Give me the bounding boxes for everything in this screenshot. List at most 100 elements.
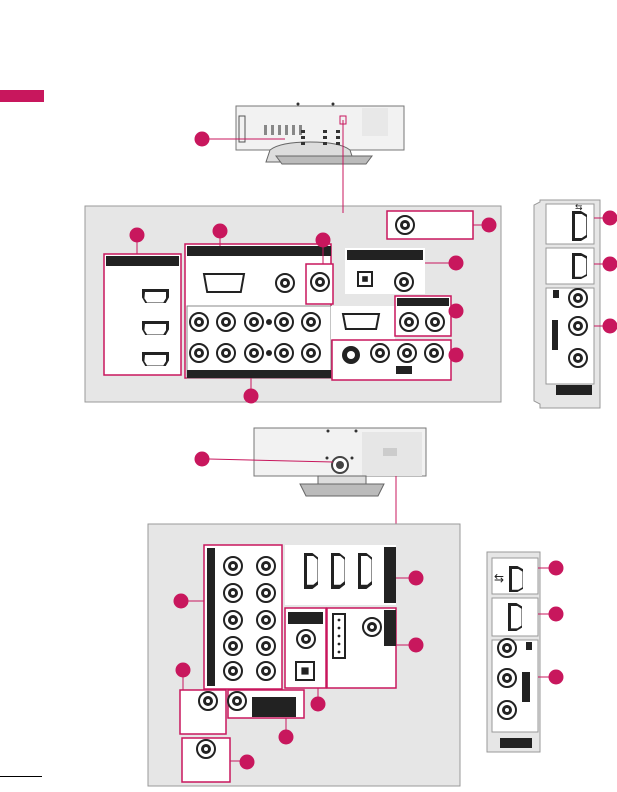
hdmi-port-icon-inner — [307, 556, 318, 585]
usb-port-icon-inner — [575, 214, 586, 238]
tv-port-dot — [301, 130, 305, 133]
tv-stand-base — [276, 156, 372, 164]
component-jack-icon-pin — [252, 351, 256, 355]
audio-jack-icon-pin — [576, 356, 580, 360]
component-jack-icon-pin — [231, 669, 235, 673]
tv-vent — [271, 125, 274, 135]
audio-jack-icon-pin — [304, 637, 308, 641]
tv-port-dot — [336, 130, 340, 133]
component-label-bar — [207, 548, 215, 686]
callout-marker — [244, 389, 259, 404]
side-footer-bar — [500, 738, 532, 748]
tv-port-dot — [323, 130, 327, 133]
callout-marker — [316, 233, 331, 248]
tv-stand-base — [300, 484, 384, 496]
callout-marker — [482, 218, 497, 233]
tv-back-label — [383, 448, 397, 456]
callout-marker — [176, 663, 191, 678]
usb-icon: ⇆ — [575, 203, 583, 213]
callout-marker — [279, 730, 294, 745]
optical-port-icon-core — [362, 276, 368, 282]
tv-vent — [285, 125, 288, 135]
indicator-dot — [266, 319, 272, 325]
component-jack-icon-pin — [309, 351, 313, 355]
tv-screw — [351, 457, 354, 460]
rgb-pin — [338, 635, 341, 638]
callout-marker — [311, 697, 326, 712]
tv-screw — [297, 103, 300, 106]
hdmi-port-icon-inner — [334, 556, 345, 585]
rgb-pc-port-icon — [204, 274, 244, 292]
component-jack-icon-pin — [264, 591, 268, 595]
rgb-group-header — [384, 610, 396, 646]
component-jack-icon-pin — [264, 669, 268, 673]
side-footer-bar — [556, 385, 592, 395]
rgb-pin — [338, 627, 341, 630]
tv-screw — [332, 103, 335, 106]
callout-marker — [409, 571, 424, 586]
callout-marker — [549, 607, 564, 622]
callout-marker — [549, 670, 564, 685]
component-jack-icon-pin — [224, 320, 228, 324]
tv-back-recess — [362, 108, 388, 136]
indicator-dot — [266, 350, 272, 356]
hdmi-port-icon-inner — [575, 256, 586, 277]
cable-label-bar — [252, 697, 296, 717]
hdmi-port-icon-inner — [511, 606, 522, 628]
callout-marker — [449, 304, 464, 319]
rgb-group-header — [187, 246, 331, 256]
audio-jack-icon-pin — [405, 351, 409, 355]
callout-marker — [603, 211, 617, 226]
rs232c-port-icon — [343, 314, 379, 329]
component-jack-icon-pin — [197, 320, 201, 324]
usb-port-icon-inner — [512, 569, 523, 590]
rgb-pin — [338, 643, 341, 646]
callout-marker — [195, 452, 210, 467]
tv-screw — [327, 430, 330, 433]
callout-marker — [240, 755, 255, 770]
component-jack-icon-pin — [224, 351, 228, 355]
hdmi-port-icon-inner — [144, 324, 166, 335]
tv-screw — [326, 457, 329, 460]
tv-vent — [278, 125, 281, 135]
component-jack-icon-pin — [197, 351, 201, 355]
hdmi-group-header — [106, 256, 179, 266]
tv-vent — [264, 125, 267, 135]
optical-port-icon-core — [301, 667, 308, 674]
component-jack-icon-pin — [231, 644, 235, 648]
callout-marker — [213, 224, 228, 239]
callout-marker — [130, 228, 145, 243]
callout-marker — [449, 256, 464, 271]
audio-jack-icon-pin — [283, 281, 287, 285]
component-jack-icon-pin — [264, 644, 268, 648]
callout-marker — [174, 594, 189, 609]
tv-antenna-core — [336, 461, 344, 469]
callout-marker — [549, 561, 564, 576]
callout-marker — [449, 348, 464, 363]
side-label-bar — [552, 320, 558, 350]
hdmi-port-icon-inner — [361, 556, 372, 585]
tv-port-dot — [336, 142, 340, 145]
headphone-icon — [553, 290, 559, 298]
callout-marker — [603, 319, 617, 334]
audio-jack-icon-pin — [505, 708, 509, 712]
audio-jack-icon-pin — [576, 296, 580, 300]
component-jack-icon-pin — [309, 320, 313, 324]
hdmi-port-icon-inner — [144, 292, 166, 303]
audio-jack-icon-pin — [433, 320, 437, 324]
hdmi-port-icon-inner — [144, 355, 166, 366]
component-jack-icon-pin — [252, 320, 256, 324]
audio-jack-icon-pin — [407, 320, 411, 324]
audio-jack-icon-pin — [505, 646, 509, 650]
av-out-header — [397, 298, 449, 306]
component-jack-icon-pin — [264, 564, 268, 568]
component-jack-icon-pin — [264, 618, 268, 622]
component-jack-icon-pin — [282, 320, 286, 324]
component-label-bar — [187, 370, 331, 378]
rgb-pin — [338, 619, 341, 622]
tv-screw — [355, 430, 358, 433]
side-label-bar — [522, 672, 530, 702]
audio-jack-icon-pin — [432, 351, 436, 355]
tv-port-dot — [301, 142, 305, 145]
headphone-icon — [526, 642, 532, 650]
